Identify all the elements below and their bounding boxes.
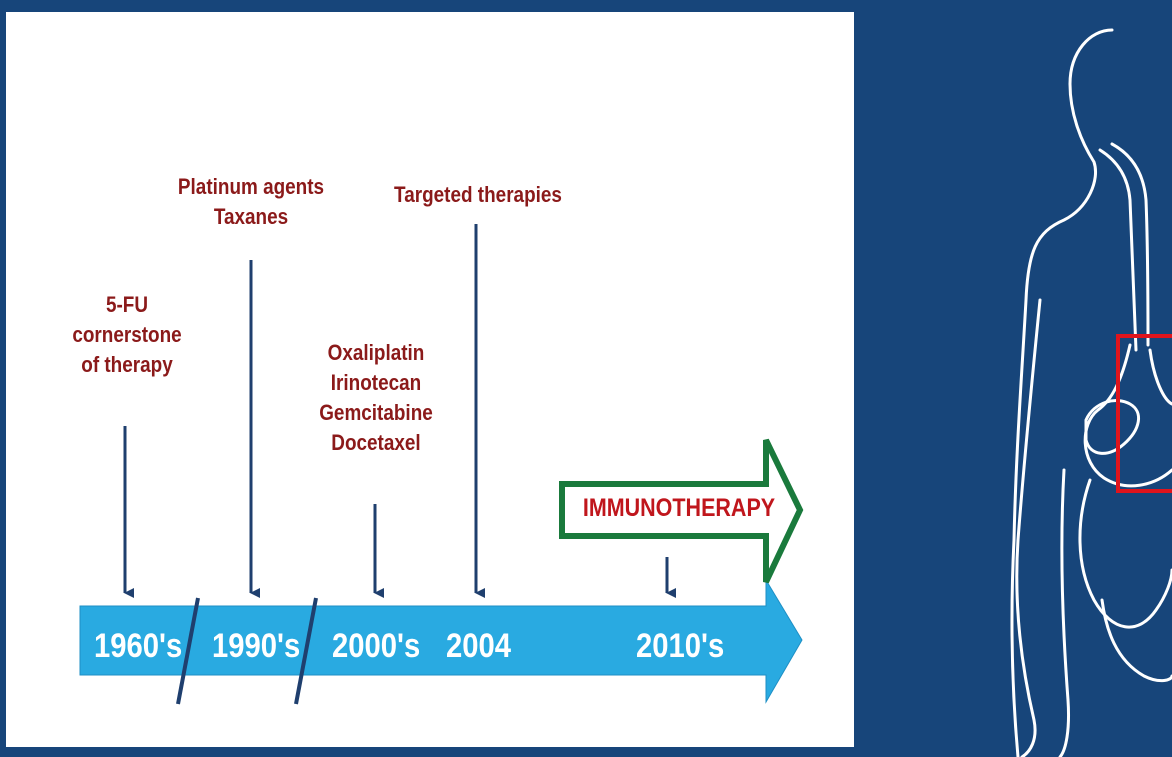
label-line: of therapy xyxy=(81,352,173,377)
label-line: Platinum agents xyxy=(177,174,325,199)
label-line: Oxaliplatin xyxy=(327,340,425,365)
label-line: 5-FU xyxy=(105,292,149,317)
esophagus-outline xyxy=(1110,142,1150,347)
label-line: Taxanes xyxy=(213,204,289,229)
year-2000s: 2000's xyxy=(332,627,421,665)
label-chemo-agents: Oxaliplatin Irinotecan Gemcitabine Docet… xyxy=(312,338,441,458)
stomach-highlight-box xyxy=(1116,334,1172,493)
timeline-break-mark xyxy=(294,597,318,705)
year-1960s: 1960's xyxy=(94,627,183,665)
immunotherapy-label: IMMUNOTHERAPY xyxy=(582,494,776,522)
torso-inner-outline xyxy=(1058,468,1070,757)
label-line: Gemcitabine xyxy=(319,400,433,425)
organ-outline xyxy=(1084,399,1140,455)
label-platinum: Platinum agents Taxanes xyxy=(169,172,332,232)
label-targeted: Targeted therapies xyxy=(383,180,572,210)
esophagus-outline xyxy=(1098,148,1138,352)
timeline-graphics xyxy=(79,224,804,705)
stomach-outline xyxy=(1083,343,1172,488)
human-torso-illustration xyxy=(1010,28,1172,757)
intestine-outline xyxy=(1078,478,1172,629)
year-1990s: 1990's xyxy=(212,627,301,665)
timeline-slide: 5-FU cornerstone of therapy Platinum age… xyxy=(6,12,854,747)
intestine-outline xyxy=(1100,598,1172,683)
label-line: Targeted therapies xyxy=(394,182,562,207)
immunotherapy-arrow xyxy=(559,438,804,584)
label-line: Docetaxel xyxy=(331,430,421,455)
label-line: Irinotecan xyxy=(330,370,422,395)
label-line: cornerstone xyxy=(72,322,182,347)
body-outline xyxy=(1010,28,1114,757)
arm-outline xyxy=(1015,298,1042,757)
stomach-outline xyxy=(1148,348,1172,406)
timeline-break-mark xyxy=(176,597,200,705)
timeline-arrow xyxy=(79,578,803,704)
year-2010s: 2010's xyxy=(636,627,725,665)
body-illustration-panel xyxy=(854,0,1172,757)
year-2004: 2004 xyxy=(446,627,512,665)
label-5fu: 5-FU cornerstone of therapy xyxy=(63,290,192,380)
